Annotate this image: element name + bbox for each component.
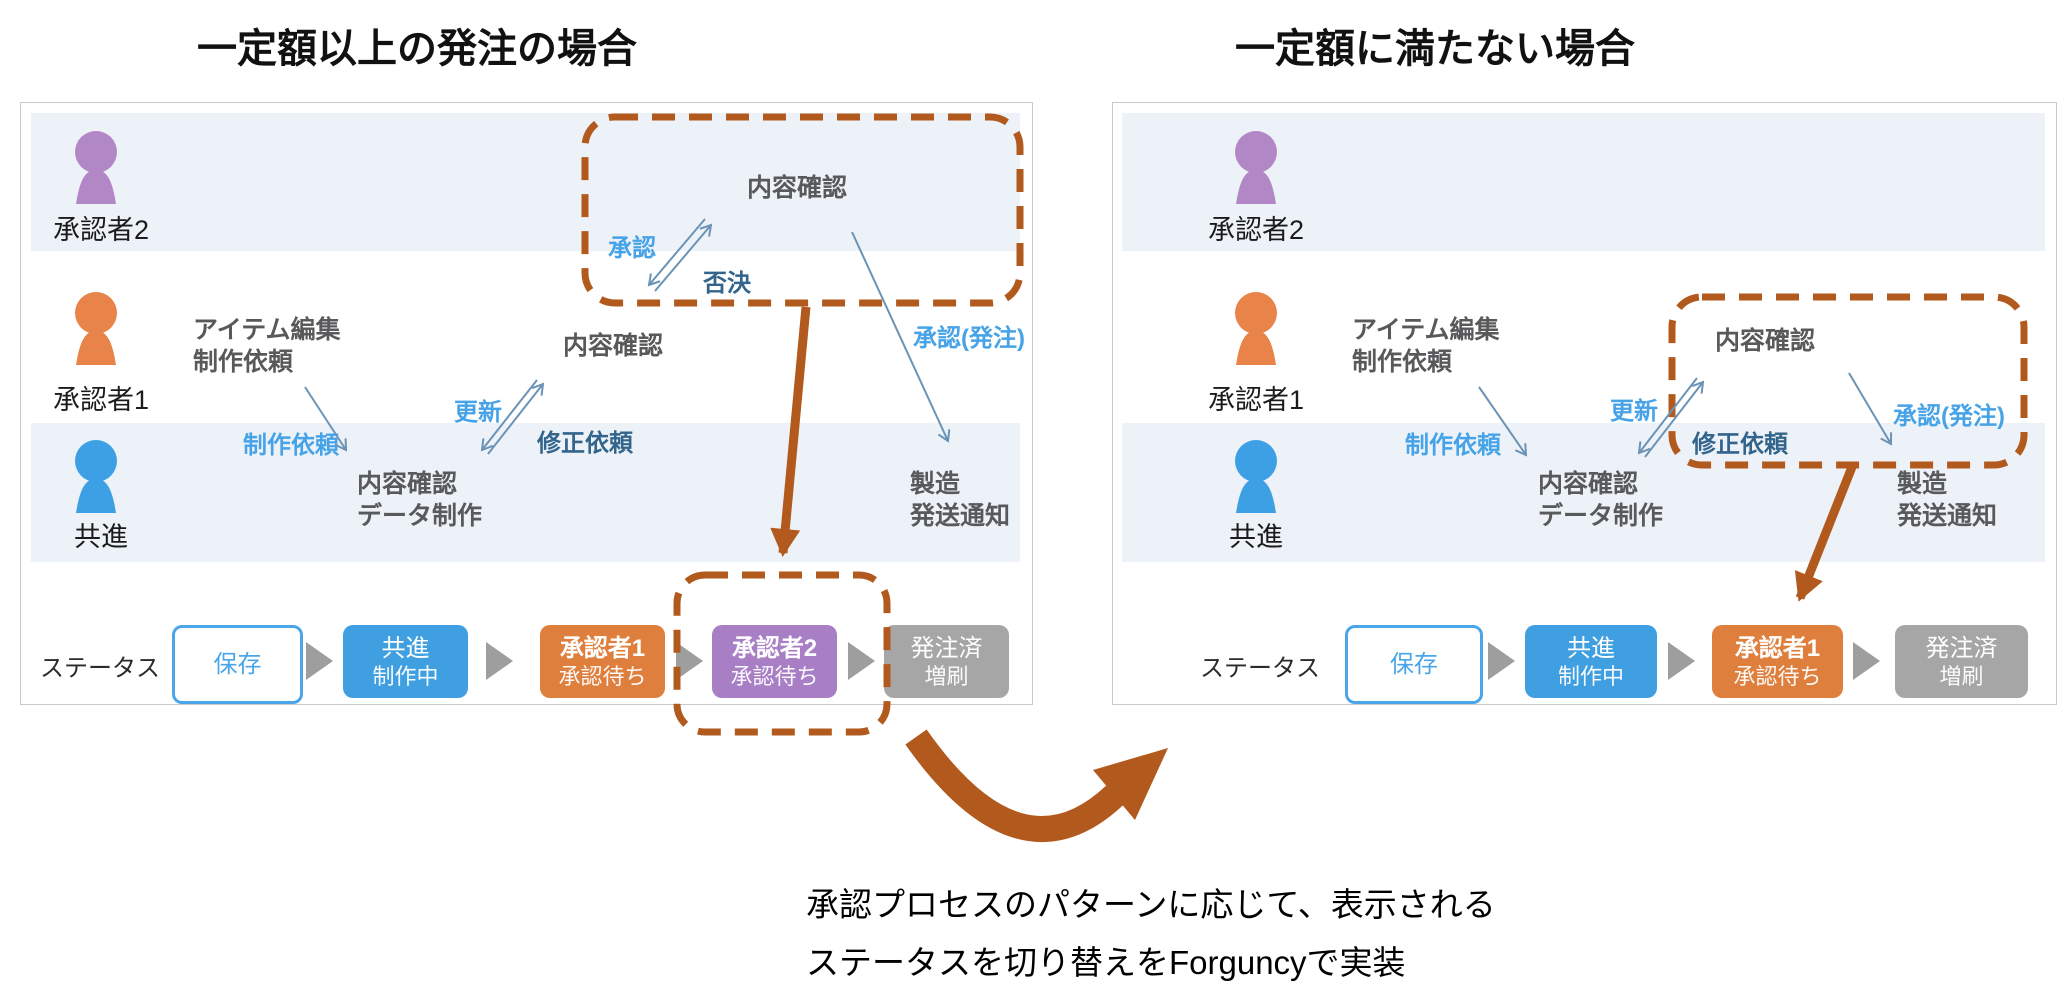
- label-revision-request: 修正依頼: [537, 430, 633, 457]
- status-box-ordered-reprint: 発注済 増刷: [1895, 625, 2028, 698]
- status-row-label: ステータス: [1200, 655, 1320, 682]
- lane-label-kyoshin: 共進: [1229, 522, 1283, 552]
- status-box-save: 保存: [1345, 625, 1483, 704]
- label-reject: 否決: [703, 270, 751, 297]
- step-arrow-icon: [1668, 642, 1695, 680]
- step-arrow-icon: [1853, 642, 1880, 680]
- status-row-label: ステータス: [40, 655, 160, 682]
- step-manufacturing-shipping: 製造 発送通知: [910, 470, 1011, 530]
- label-approve-order: 承認(発注): [1893, 403, 2005, 430]
- step-content-check-approver1: 内容確認: [1715, 327, 1816, 355]
- lane-label-approver2: 承認者2: [52, 215, 150, 245]
- lane-approver1-left: [31, 251, 1020, 423]
- lane-label-approver1: 承認者1: [1207, 385, 1305, 415]
- step-arrow-icon: [1488, 642, 1515, 680]
- lane-kyoshin-left: [31, 423, 1020, 562]
- step-manufacturing-shipping: 製造 発送通知: [1897, 470, 1998, 530]
- approver2-person-icon: [70, 131, 122, 205]
- step-arrow-icon: [486, 642, 513, 680]
- approver1-person-icon: [1230, 292, 1282, 366]
- status-box-kyoshin-producing: 共進 制作中: [1525, 625, 1657, 698]
- step-arrow-icon: [848, 642, 875, 680]
- status-box-save: 保存: [172, 625, 303, 704]
- label-approve-order: 承認(発注): [913, 325, 1025, 352]
- right-panel-title: 一定額に満たない場合: [1235, 27, 1635, 71]
- caption-line-1: 承認プロセスのパターンに応じて、表示される: [806, 886, 1496, 923]
- status-box-approver1-waiting: 承認者1 承認待ち: [1712, 625, 1843, 698]
- lane-label-approver1: 承認者1: [52, 385, 150, 415]
- step-content-check-approver2: 内容確認: [746, 174, 847, 202]
- status-box-ordered-reprint: 発注済 増刷: [884, 625, 1009, 698]
- panel-switch-arrow-head: [1093, 748, 1168, 820]
- left-panel-title: 一定額以上の発注の場合: [197, 27, 637, 71]
- status-box-approver2-waiting: 承認者2 承認待ち: [712, 625, 837, 698]
- lane-approver2-right: [1122, 113, 2045, 251]
- step-content-check-data-production: 内容確認 データ制作: [357, 470, 483, 530]
- status-box-kyoshin-producing: 共進 制作中: [343, 625, 468, 698]
- lane-approver2-left: [31, 113, 1020, 251]
- label-production-request: 制作依頼: [243, 432, 339, 459]
- status-box-approver1-waiting: 承認者1 承認待ち: [540, 625, 665, 698]
- approver1-person-icon: [70, 292, 122, 366]
- step-item-edit: アイテム編集 制作依頼: [1352, 316, 1500, 376]
- kyoshin-person-icon: [1230, 440, 1282, 514]
- label-update: 更新: [454, 399, 502, 426]
- kyoshin-person-icon: [70, 440, 122, 514]
- lane-label-kyoshin: 共進: [74, 522, 128, 552]
- label-update: 更新: [1610, 398, 1658, 425]
- step-arrow-icon: [306, 642, 333, 680]
- caption-line-2: ステータスを切り替えをForguncyで実装: [806, 944, 1406, 981]
- step-arrow-icon: [676, 642, 703, 680]
- step-item-edit: アイテム編集 制作依頼: [193, 316, 341, 376]
- step-content-check-data-production: 内容確認 データ制作: [1538, 470, 1664, 530]
- approver2-person-icon: [1230, 131, 1282, 205]
- step-content-check-approver1: 内容確認: [563, 332, 664, 360]
- panel-switch-arrow-body: [905, 729, 1124, 842]
- panel-switch-arrow: [905, 729, 1168, 842]
- label-revision-request: 修正依頼: [1692, 431, 1788, 458]
- lane-label-approver2: 承認者2: [1207, 215, 1305, 245]
- label-production-request: 制作依頼: [1405, 432, 1501, 459]
- label-approve: 承認: [608, 235, 656, 262]
